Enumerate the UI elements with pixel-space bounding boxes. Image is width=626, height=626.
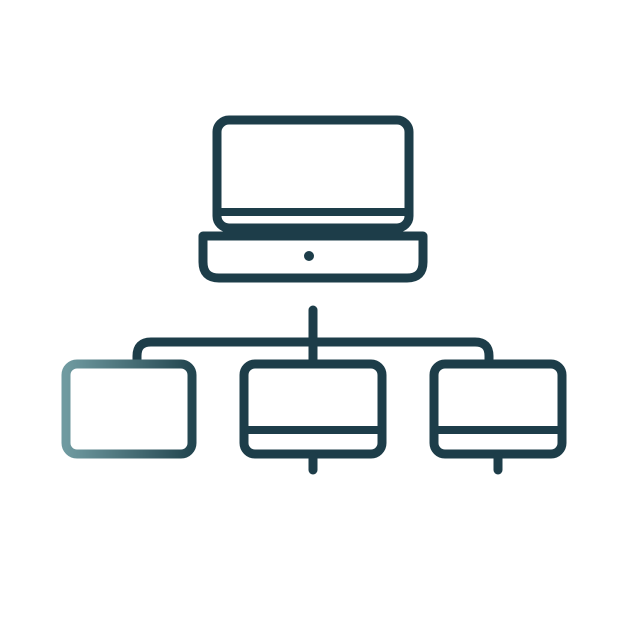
connector-lines [132,305,494,369]
monitor-icon [61,359,197,475]
monitor-icon [239,359,387,475]
monitor-icon [429,359,567,475]
laptop-icon [198,115,428,283]
